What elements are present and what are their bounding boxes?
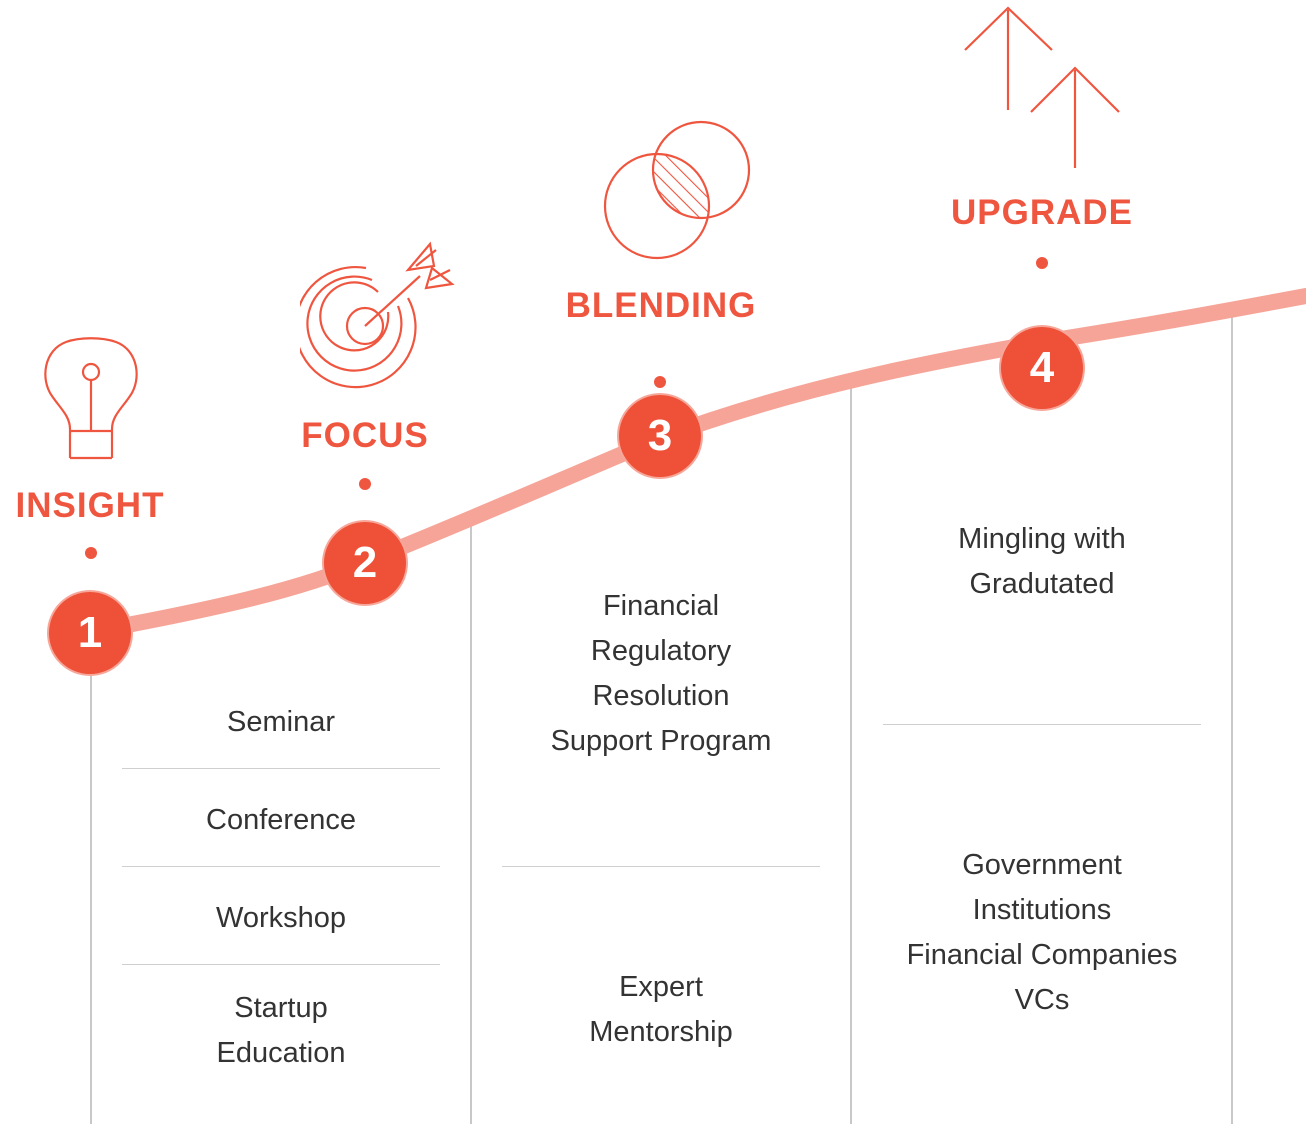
target-arrow-icon — [300, 241, 455, 389]
stage-marker-dot — [654, 376, 666, 388]
program-item: Financial Regulatory Resolution Support … — [550, 590, 772, 757]
row-separator — [122, 964, 440, 965]
column-divider — [1231, 308, 1233, 1124]
program-item: Conference — [206, 804, 356, 836]
row-separator — [122, 866, 440, 867]
stage-number-badge: 4 — [1001, 327, 1083, 409]
overlapping-circles-icon — [603, 120, 751, 260]
stage-title-upgrade: UPGRADE — [950, 193, 1134, 232]
stage-title-blending: BLENDING — [565, 286, 757, 325]
stage-marker-dot — [1036, 257, 1048, 269]
program-item: Government Institutions Financial Compan… — [906, 849, 1178, 1016]
stage-title-insight: INSIGHT — [15, 486, 165, 525]
program-item: Seminar — [227, 706, 335, 738]
program-item: Mingling with Gradutated — [958, 523, 1126, 600]
stage-number-badge: 1 — [49, 592, 131, 674]
program-item: Startup Education — [216, 992, 346, 1069]
lightbulb-icon — [44, 337, 138, 460]
program-item: Workshop — [215, 902, 347, 934]
column-divider — [850, 388, 852, 1124]
stage-number-badge: 2 — [324, 522, 406, 604]
stage-title-focus: FOCUS — [301, 416, 429, 455]
column-divider — [90, 668, 92, 1124]
stage-marker-dot — [359, 478, 371, 490]
program-item: Expert Mentorship — [589, 971, 733, 1048]
row-separator — [883, 724, 1201, 725]
row-separator — [122, 768, 440, 769]
column-divider — [470, 520, 472, 1124]
row-separator — [502, 866, 820, 867]
stage-number-badge: 3 — [619, 395, 701, 477]
double-arrow-up-icon — [964, 6, 1120, 168]
stage-marker-dot — [85, 547, 97, 559]
